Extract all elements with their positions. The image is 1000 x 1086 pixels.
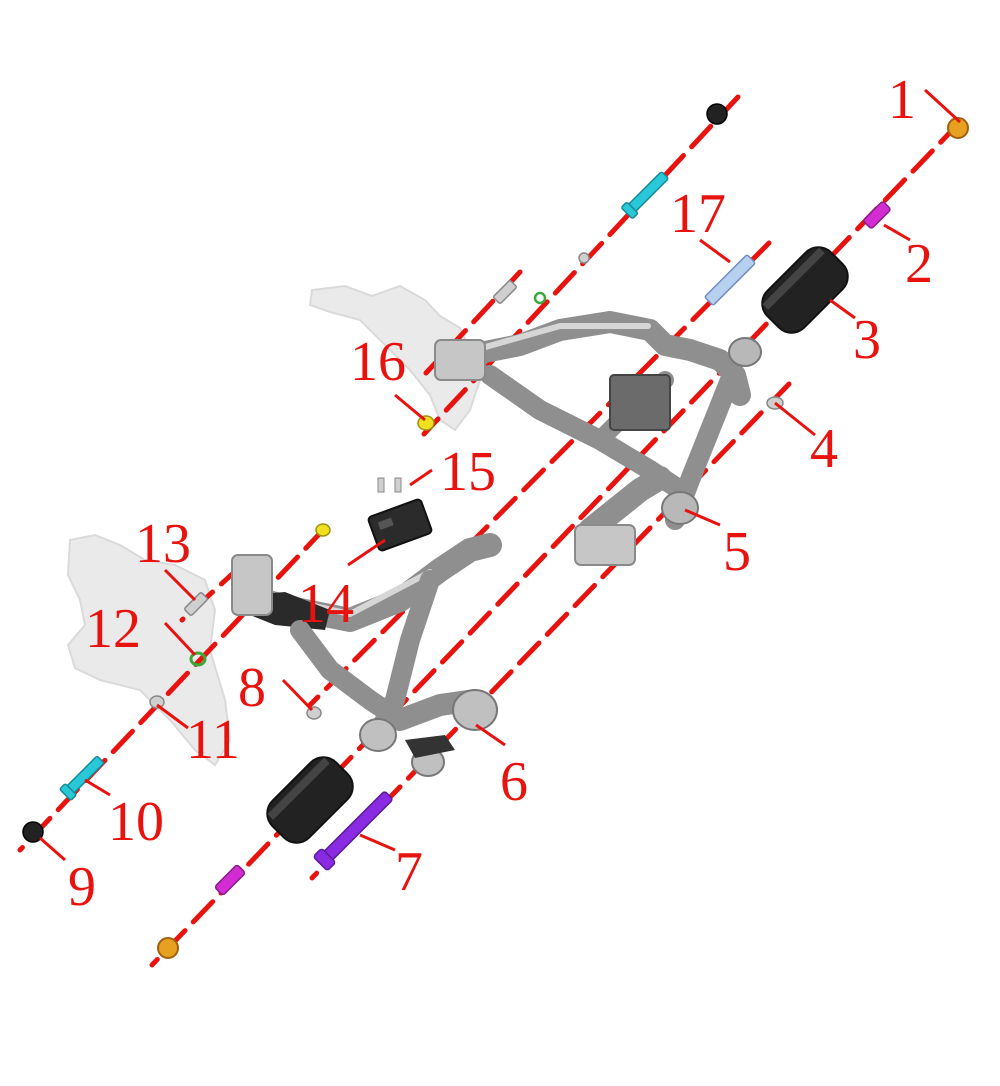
- upper-lower-mount-plate: [574, 524, 636, 566]
- lower-center-bracket: [405, 735, 455, 758]
- callout-7: 7: [395, 841, 423, 903]
- part-10-spacer: [59, 755, 105, 801]
- lower-crash-bar-frame: [231, 533, 502, 777]
- lower-tube-end-6: [452, 689, 498, 731]
- upper-tube-end-5: [661, 491, 699, 525]
- part-14-bracket: [367, 498, 433, 552]
- upper-green-washer: [533, 291, 547, 305]
- upper-mount-plate: [434, 339, 486, 381]
- upper-mounting-bracket: [308, 284, 482, 432]
- callout-16: 16: [350, 331, 406, 393]
- axis-line-d: [307, 240, 772, 708]
- lower-gold-cap: [157, 937, 179, 959]
- upper-crash-bar-frame: [434, 311, 762, 566]
- callout-4: 4: [810, 418, 838, 480]
- part-17-bolt: [704, 254, 756, 306]
- upper-tube-end: [728, 337, 762, 367]
- callout-12: 12: [85, 598, 141, 660]
- part-3-slider: [761, 246, 849, 334]
- part-1-cap: [947, 117, 969, 139]
- callout-13: 13: [135, 513, 191, 575]
- lower-magenta-bolt: [214, 864, 246, 896]
- callout-6: 6: [500, 751, 528, 813]
- hardware-parts: [22, 103, 969, 959]
- callout-numbers: 1 2 3 4 5 6 7 8 9 10 11 12 13 14 15 16 1…: [68, 69, 933, 918]
- lower-mount-plate: [231, 554, 273, 616]
- lower-slider: [266, 756, 354, 844]
- upper-bolt: [493, 280, 517, 304]
- callout-14: 14: [298, 573, 354, 635]
- upper-end-cap: [706, 103, 728, 125]
- part-12-washer: [189, 651, 207, 667]
- callout-2: 2: [905, 233, 933, 295]
- callout-1: 1: [888, 69, 916, 131]
- callout-11: 11: [186, 709, 240, 771]
- callout-8: 8: [238, 657, 266, 719]
- callout-5: 5: [723, 521, 751, 583]
- upper-washer: [578, 252, 590, 264]
- leader-lines: [39, 88, 962, 862]
- callout-3: 3: [853, 309, 881, 371]
- part-7-bolt: [313, 791, 393, 871]
- callout-17: 17: [670, 183, 726, 245]
- part-2-bolt: [863, 201, 891, 229]
- upper-center-bracket: [609, 374, 671, 431]
- axis-line-a: [149, 119, 963, 968]
- part-16-nut: [417, 415, 435, 431]
- lower-yellow-nut: [315, 523, 331, 537]
- upper-spacer: [621, 171, 669, 219]
- axis-line-c: [309, 381, 792, 881]
- callout-9: 9: [68, 856, 96, 918]
- callout-10: 10: [108, 791, 164, 853]
- part-13-bolt: [184, 592, 208, 616]
- part-15-screws: [377, 477, 402, 493]
- lower-tube-end: [359, 718, 397, 752]
- callout-15: 15: [440, 441, 496, 503]
- part-9-cap: [22, 821, 44, 843]
- part-11-washer: [149, 695, 165, 709]
